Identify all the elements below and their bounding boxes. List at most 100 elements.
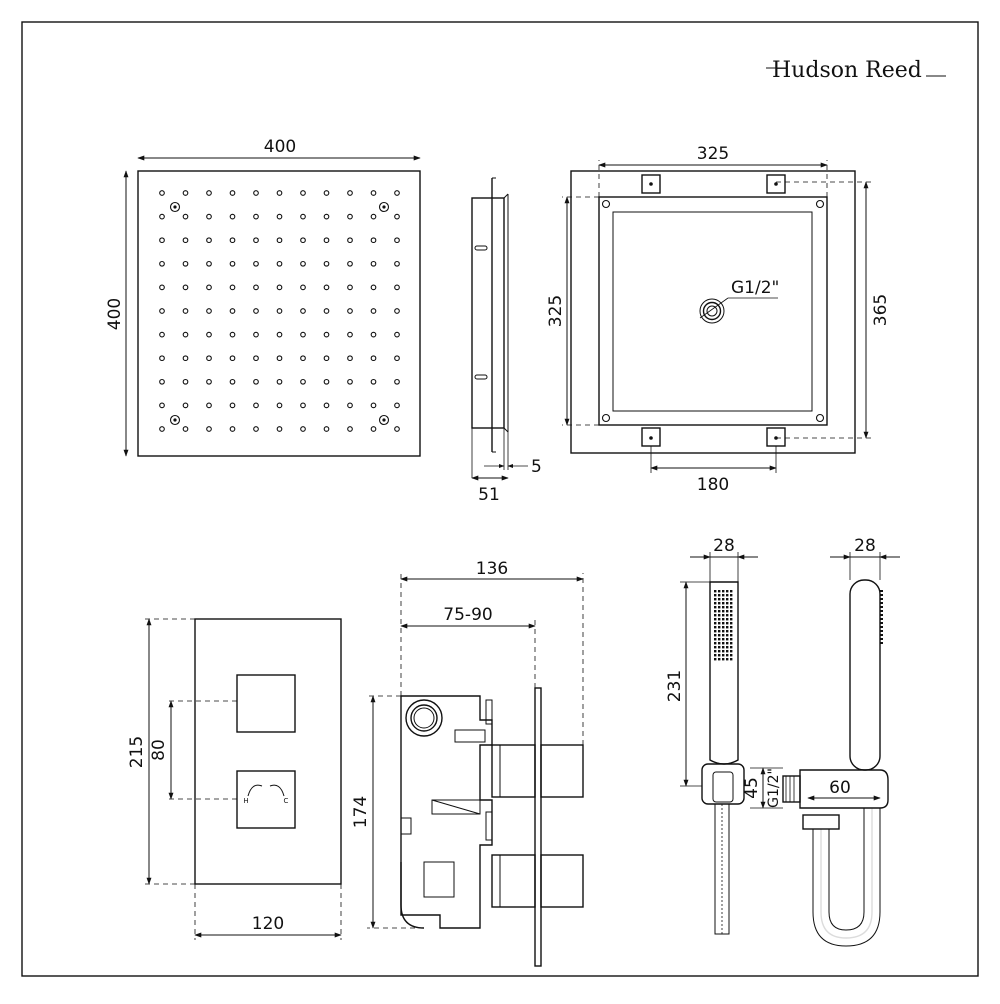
nozzle [182,355,189,362]
hand-shower-view: 28 231 [665,536,758,935]
spray-nozzle [730,650,733,653]
nozzle [347,331,353,338]
nozzle [229,190,236,196]
spray-nozzle [718,650,721,653]
spray-nozzle [714,642,717,645]
spray-nozzle [722,598,725,601]
spray-nozzle [714,638,717,641]
hot-label: H [243,797,248,805]
nozzle [300,260,306,267]
handset-side-nozzles [880,590,883,644]
spray-nozzle [714,646,717,649]
mounting-bracket [766,174,786,194]
spray-nozzle [714,594,717,597]
spray-nozzle [726,590,729,593]
corner-screw-bottom-left [169,414,181,426]
valve-wall-plate [534,687,542,967]
spray-nozzle [722,654,725,657]
nozzle [159,284,165,291]
nozzle [253,308,259,314]
nozzle [323,355,330,362]
nozzle [229,284,236,291]
frame-outer-plate [570,170,856,454]
spray-nozzle [718,658,721,661]
spray-nozzle [718,646,721,649]
nozzle [276,190,283,196]
spray-nozzle [726,594,729,597]
wall-outlet-view: 28 45 G1/2" 60 [742,536,900,947]
spray-nozzle [880,614,883,616]
nozzle [347,284,353,291]
nozzle [347,237,353,244]
nozzle [394,284,400,291]
nozzle [182,190,189,196]
nozzle [370,378,377,385]
spray-nozzle [730,630,733,633]
nozzle [370,331,377,338]
nozzle [323,284,330,291]
spray-nozzle [722,614,725,617]
spray-nozzle [880,622,883,624]
spray-nozzle [880,634,883,636]
spray-nozzle [718,590,721,593]
spray-nozzle [718,654,721,657]
nozzle [300,426,306,432]
dimension-head-height: 400 [105,298,125,330]
hose-loop-inner [828,808,865,931]
spray-nozzle [730,602,733,605]
nozzle [394,213,400,220]
dimension-frame-height: 325 [546,295,566,327]
wall-outlet-elbow [799,769,889,809]
spray-nozzle [726,610,729,613]
wall-outlet-thread [782,775,801,803]
nozzle [300,402,306,409]
valve-body [400,695,493,929]
dimension-frame-outer-height: 365 [871,294,891,326]
nozzle [229,402,236,409]
nozzle [182,426,189,432]
nozzle [159,213,165,220]
spray-nozzle [726,626,729,629]
spray-nozzle [730,638,733,641]
nozzle [253,190,259,196]
nozzle [370,308,377,314]
nozzle [323,426,330,432]
upper-cartridge [491,744,536,798]
nozzle [276,426,283,432]
nozzle [182,237,189,244]
cold-label: C [284,797,289,805]
nozzle [347,260,353,267]
spray-nozzle [730,646,733,649]
nozzle [206,426,212,432]
nozzle [370,260,377,267]
spray-nozzle [726,630,729,633]
spray-nozzle [718,626,721,629]
spray-nozzle [722,618,725,621]
nozzle [276,308,283,314]
nozzle [394,331,400,338]
nozzle [206,355,212,362]
nozzle [206,213,212,220]
nozzle [300,190,306,196]
dimension-head-depth: 51 [478,485,500,505]
spray-nozzle [714,610,717,613]
mounting-bracket [766,427,786,447]
nozzle [159,260,165,267]
dimension-plate-height: 215 [127,736,147,768]
spray-nozzle [714,618,717,621]
valve-faceplate [194,618,342,885]
spray-nozzle [722,646,725,649]
spray-nozzle [718,622,721,625]
spray-nozzle [722,634,725,637]
spray-nozzle [722,602,725,605]
spray-nozzle [880,638,883,640]
dimension-outlet-length: 60 [829,778,851,798]
nozzle [206,237,212,244]
nozzle [323,260,330,267]
spray-nozzle [726,654,729,657]
nozzle [253,426,259,432]
nozzle [347,190,353,196]
nozzle [300,308,306,314]
spray-nozzle [880,594,883,596]
